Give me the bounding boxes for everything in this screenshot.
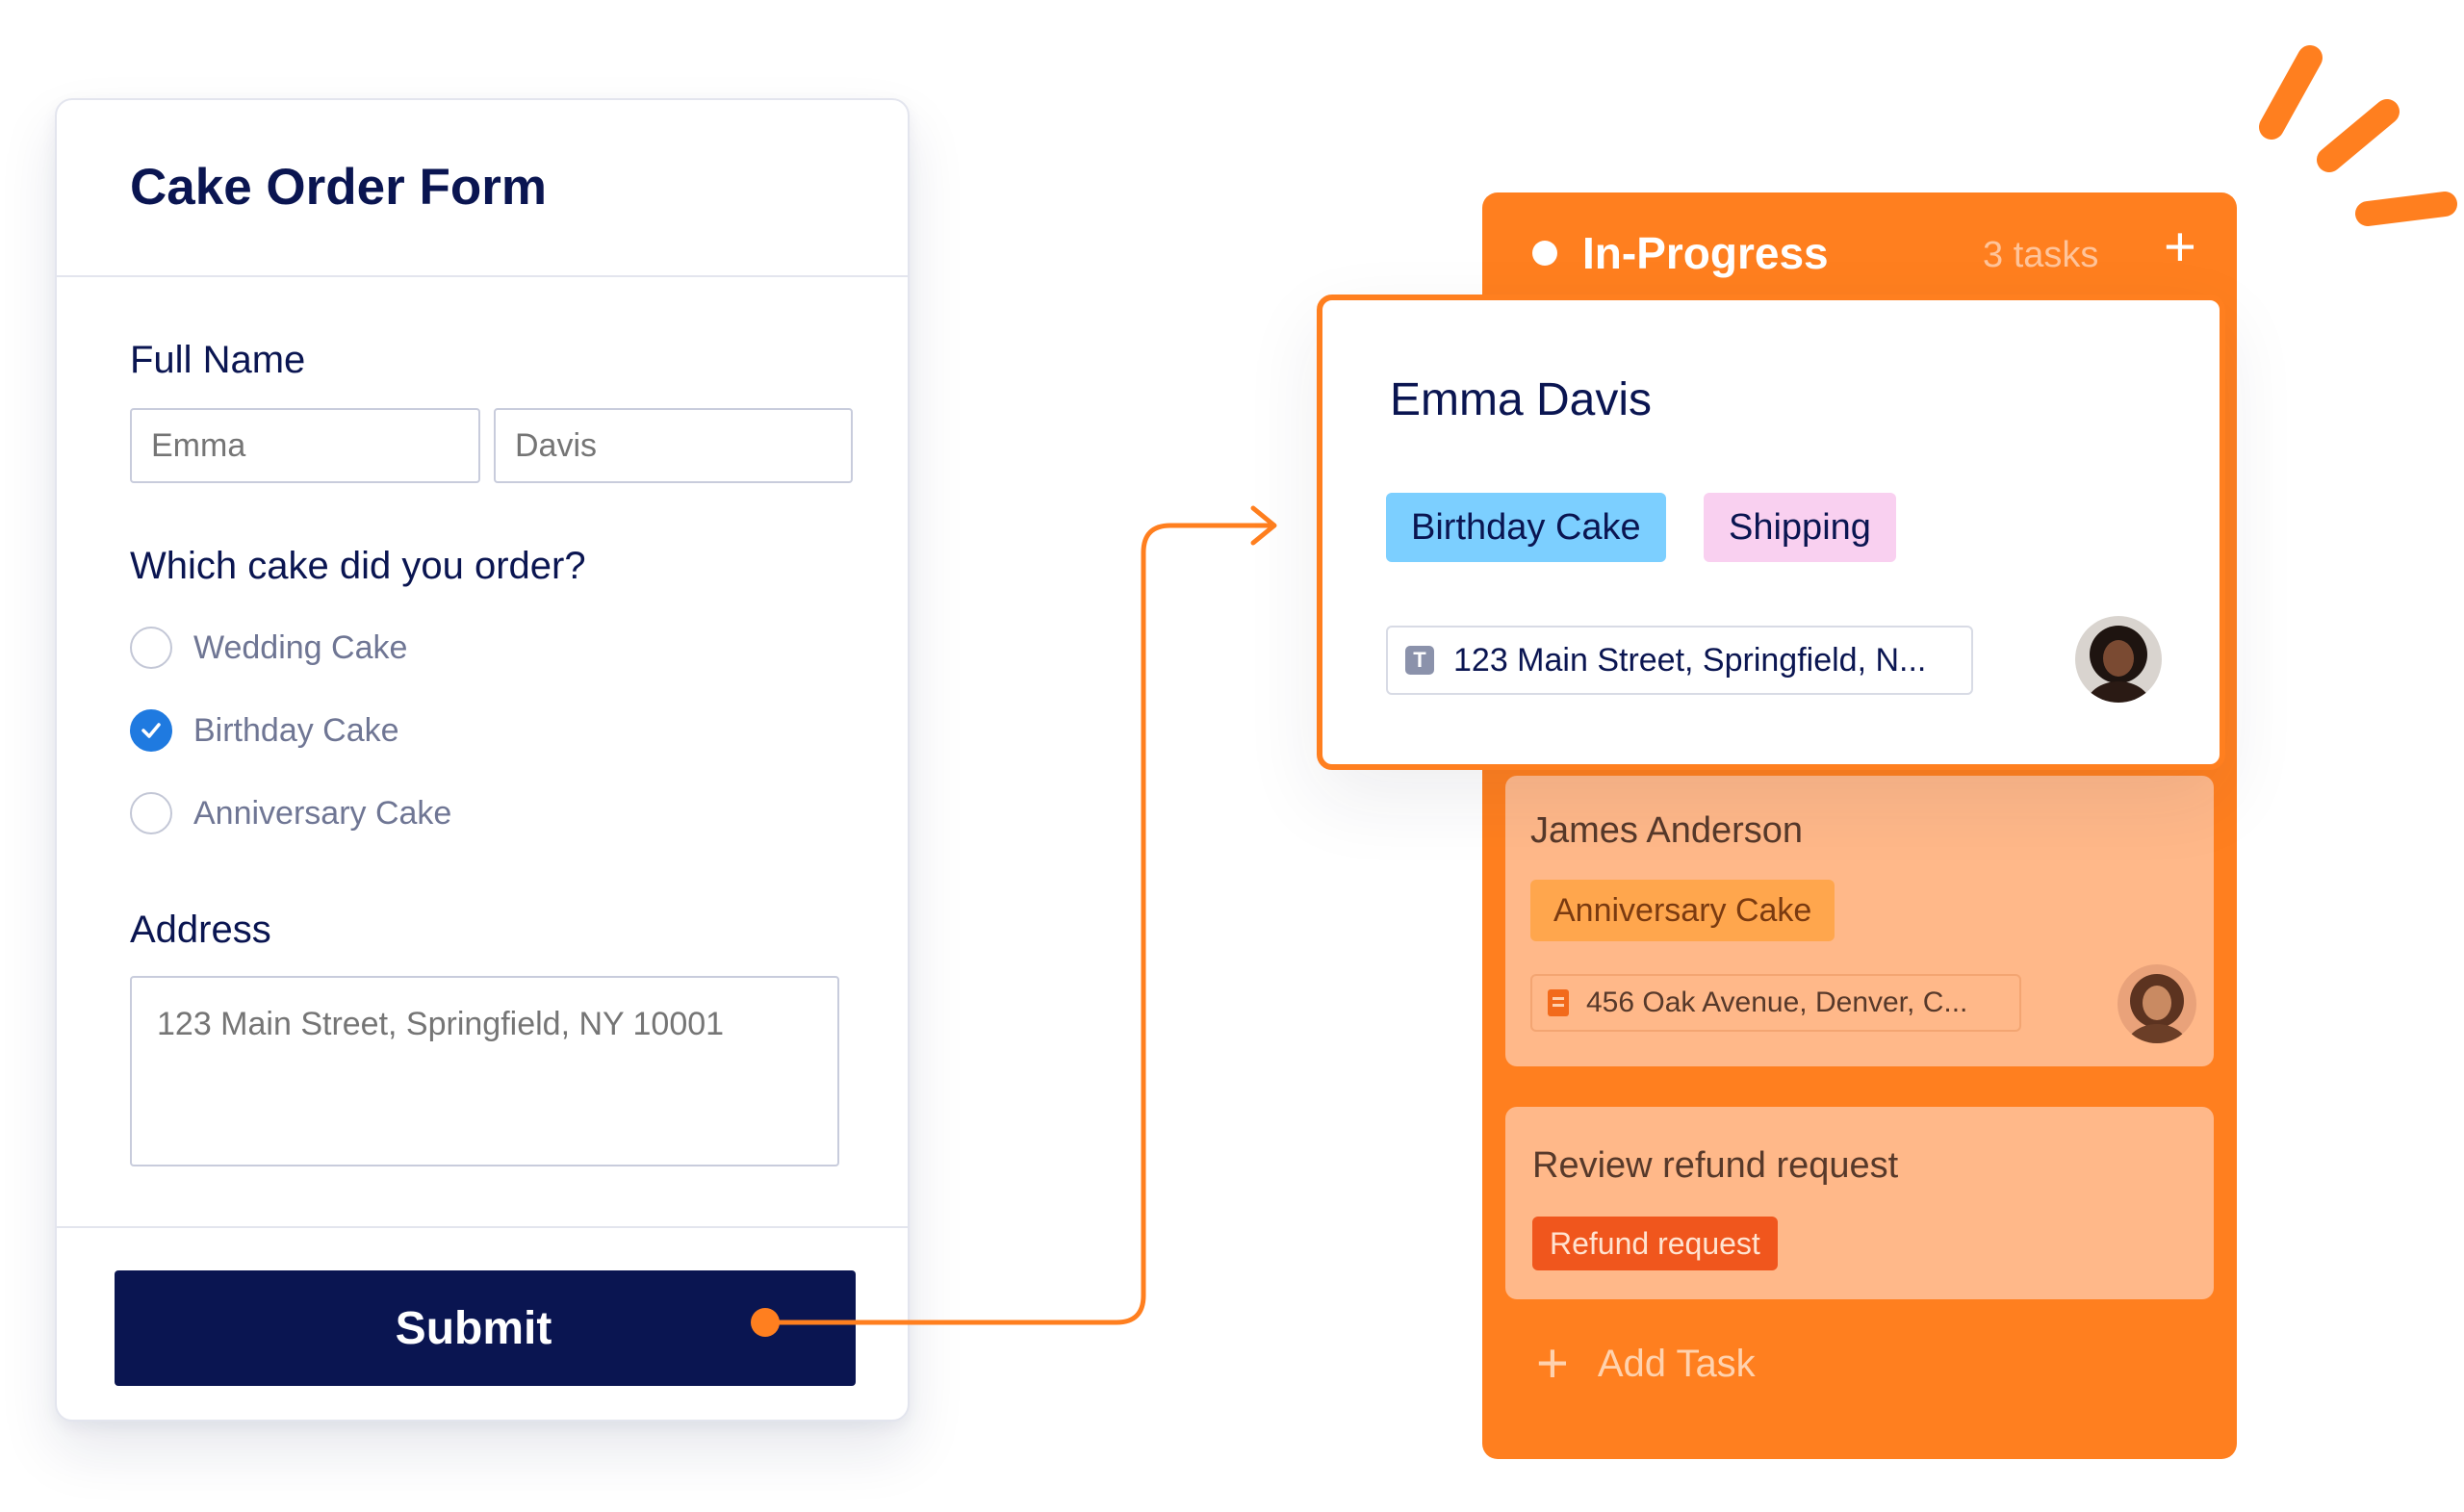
column-header: In-Progress 3 tasks + [1482,192,2237,298]
task-card-highlighted[interactable]: Emma Davis Birthday Cake Shipping T 123 … [1317,295,2225,770]
radio-option-anniversary-cake[interactable]: Anniversary Cake [130,789,451,837]
form-footer-divider [57,1226,908,1228]
cake-question-label: Which cake did you order? [130,545,586,587]
radio-button-checked[interactable] [130,709,172,752]
radio-button[interactable] [130,627,172,669]
task-name: Review refund request [1532,1145,1899,1186]
last-name-input[interactable] [494,408,853,483]
document-icon [1548,989,1569,1016]
check-icon [141,723,161,738]
full-name-label: Full Name [130,339,306,381]
task-name: James Anderson [1530,810,1804,851]
radio-label: Anniversary Cake [193,794,452,832]
radio-label: Wedding Cake [193,628,408,666]
form-title: Cake Order Form [130,159,547,216]
task-name: Emma Davis [1390,374,1653,425]
task-count: 3 tasks [1983,235,2099,275]
radio-option-birthday-cake[interactable]: Birthday Cake [130,706,399,755]
task-card[interactable]: James Anderson Anniversary Cake 456 Oak … [1505,776,2214,1066]
text-field-icon: T [1405,646,1434,675]
plus-icon[interactable]: + [2164,216,2196,278]
address-text: 456 Oak Avenue, Denver, C... [1586,987,1968,1018]
add-task-button[interactable]: + Add Task [1536,1336,1756,1392]
task-card[interactable]: Review refund request Refund request [1505,1107,2214,1299]
tag: Anniversary Cake [1530,880,1835,941]
radio-button[interactable] [130,792,172,834]
address-textarea[interactable] [130,976,839,1166]
radio-option-wedding-cake[interactable]: Wedding Cake [130,624,407,672]
address-chip: 456 Oak Avenue, Denver, C... [1530,974,2021,1032]
status-dot [1532,241,1557,266]
address-text: 123 Main Street, Springfield, N... [1453,641,1927,679]
form-header: Cake Order Form [57,100,908,277]
cake-order-form: Cake Order Form Full Name Which cake did… [55,98,910,1422]
address-chip: T 123 Main Street, Springfield, N... [1386,626,1973,695]
sparkle-decoration-icon [2259,45,2457,226]
avatar [2118,964,2196,1043]
tag-birthday-cake: Birthday Cake [1386,493,1666,562]
plus-icon: + [1536,1332,1569,1395]
radio-label: Birthday Cake [193,711,399,749]
tag-shipping: Shipping [1704,493,1896,562]
avatar [2075,616,2162,703]
add-task-label: Add Task [1597,1342,1756,1385]
column-title: In-Progress [1582,228,1829,278]
tag: Refund request [1532,1217,1778,1270]
address-label: Address [130,909,271,951]
submit-button[interactable]: Submit [115,1270,856,1386]
board-column-in-progress: In-Progress 3 tasks + James Anderson Ann… [1482,192,2237,1459]
first-name-input[interactable] [130,408,480,483]
